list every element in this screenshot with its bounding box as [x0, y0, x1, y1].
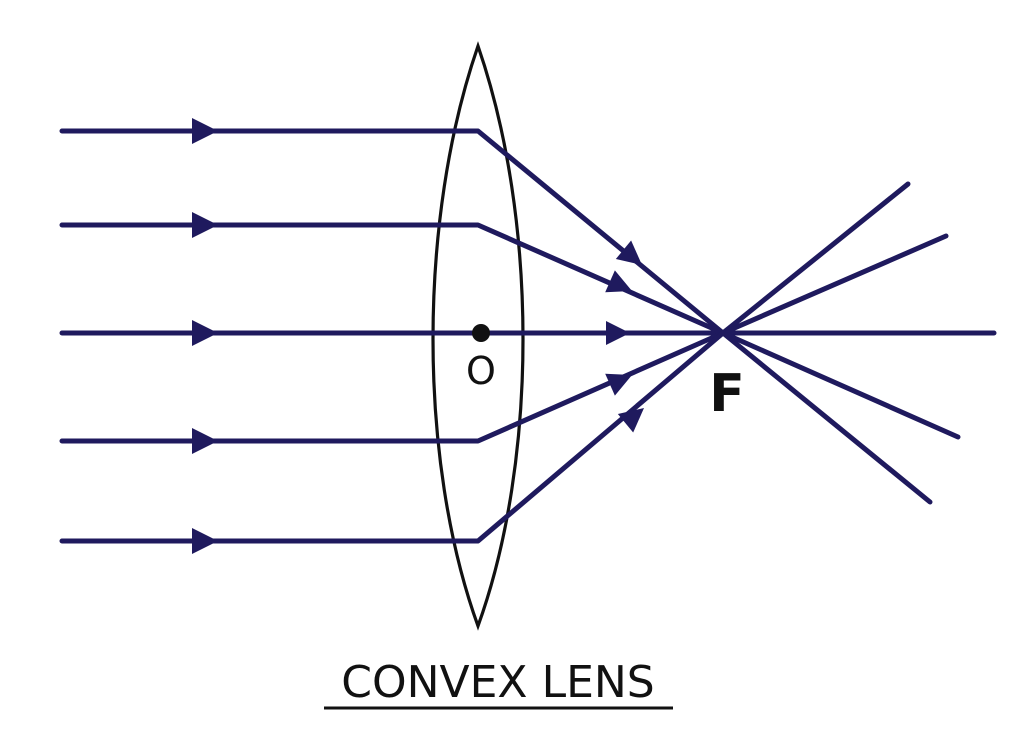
ray-1 [59, 128, 911, 336]
focal-point-label: F [709, 364, 745, 424]
optical-center-label: O [466, 349, 496, 393]
arrowhead-icon [606, 321, 630, 345]
ray-4 [59, 330, 961, 444]
arrowhead-icon [192, 212, 218, 238]
arrowhead-icon [617, 408, 644, 433]
arrowhead-icon [192, 528, 218, 554]
arrowhead-icon [192, 118, 218, 144]
arrowhead-icon [615, 240, 642, 265]
arrowhead-icon [605, 373, 632, 396]
arrowhead-icon [192, 428, 218, 454]
ray-5 [59, 330, 933, 544]
incident-arrowheads [192, 118, 218, 554]
refracted-arrowheads [605, 240, 644, 433]
lens-outline [431, 41, 525, 631]
arrowhead-icon [192, 320, 218, 346]
ray-2 [59, 222, 949, 336]
arrowhead-icon [605, 270, 632, 293]
optical-center-dot [472, 324, 490, 342]
diagram-caption: CONVEX LENS [341, 657, 654, 708]
